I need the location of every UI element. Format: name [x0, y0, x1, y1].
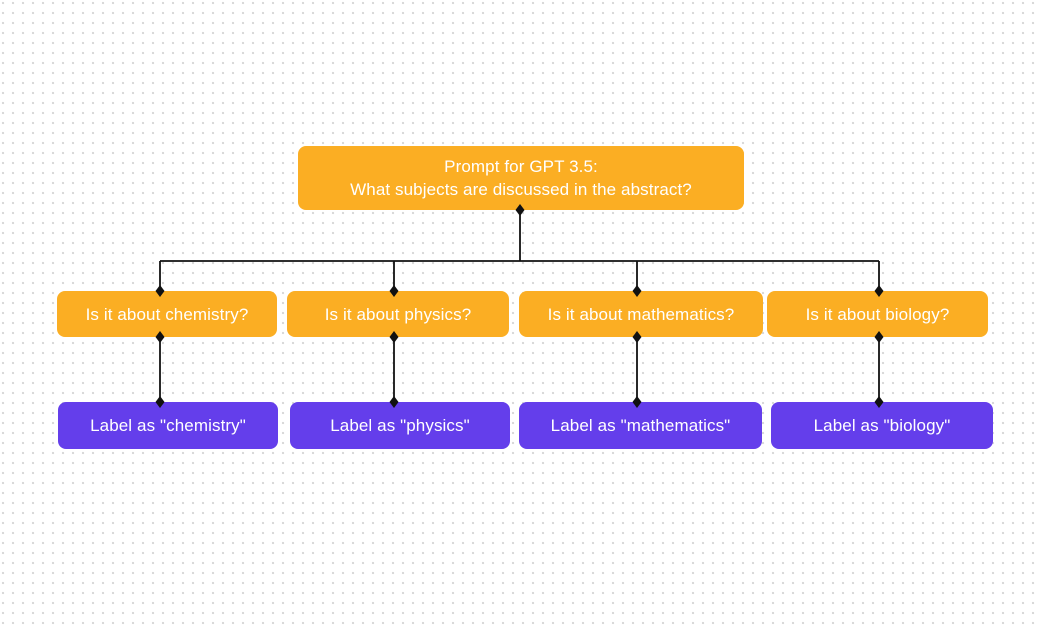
question-chemistry-text: Is it about chemistry? — [85, 304, 249, 324]
flow-node-question-biology[interactable]: Is it about biology? — [767, 291, 988, 337]
flow-node-question-mathematics[interactable]: Is it about mathematics? — [519, 291, 763, 337]
label-biology-text: Label as "biology" — [813, 416, 951, 435]
label-mathematics-text: Label as "mathematics" — [550, 416, 731, 435]
flow-node-question-chemistry[interactable]: Is it about chemistry? — [57, 291, 277, 337]
question-physics-text: Is it about physics? — [324, 304, 472, 324]
root-prompt-text: Prompt for GPT 3.5: What subjects are di… — [350, 157, 692, 199]
flow-node-question-physics[interactable]: Is it about physics? — [287, 291, 509, 337]
flow-node-root-prompt[interactable]: Prompt for GPT 3.5: What subjects are di… — [298, 146, 744, 210]
question-mathematics-text: Is it about mathematics? — [547, 304, 735, 324]
label-physics-text: Label as "physics" — [330, 416, 470, 435]
flow-node-label-mathematics[interactable]: Label as "mathematics" — [519, 402, 762, 449]
question-biology-text: Is it about biology? — [805, 304, 950, 324]
label-chemistry-text: Label as "chemistry" — [90, 416, 246, 435]
flow-node-label-physics[interactable]: Label as "physics" — [290, 402, 510, 449]
flow-node-label-chemistry[interactable]: Label as "chemistry" — [58, 402, 278, 449]
flow-node-label-biology[interactable]: Label as "biology" — [771, 402, 993, 449]
